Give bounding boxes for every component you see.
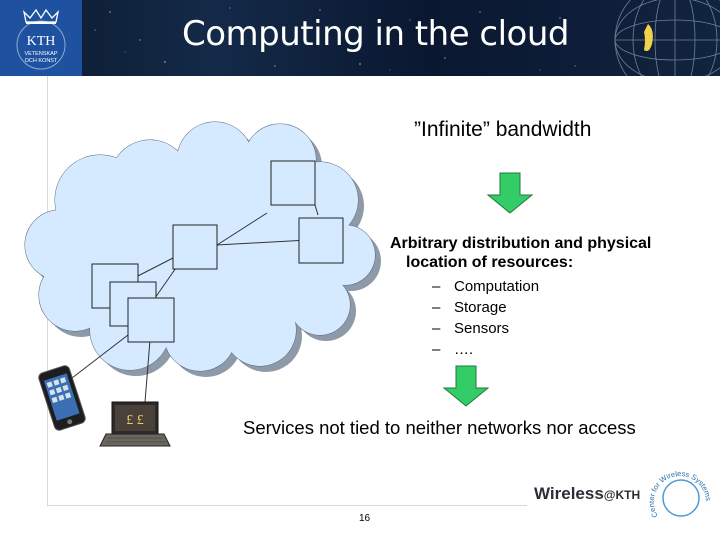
list-dash: – — [432, 299, 441, 316]
list-item: –Storage — [432, 297, 539, 318]
down-arrow-icon — [442, 365, 490, 407]
link-line — [144, 339, 151, 403]
list-item: –Sensors — [432, 318, 539, 339]
center-wireless-text: Center for Wireless Systems — [648, 469, 713, 519]
list-item-label: Computation — [454, 278, 540, 295]
resource-box[interactable] — [172, 224, 218, 270]
svg-text:£ £: £ £ — [126, 413, 144, 428]
link-line — [216, 239, 309, 246]
kth-logo-text: KTH — [27, 34, 56, 49]
link-line — [216, 212, 268, 246]
slide-title: Computing in the cloud — [182, 14, 570, 54]
list-item: –…. — [432, 339, 539, 360]
list-dash: – — [432, 320, 441, 337]
resource-list: –Computation –Storage –Sensors –…. — [432, 276, 539, 360]
distribution-heading-line-1: Arbitrary distribution and physical — [390, 235, 652, 252]
link-line — [71, 334, 129, 379]
resource-box[interactable] — [127, 297, 175, 343]
resource-box[interactable] — [270, 160, 316, 206]
kth-logo-motto-2: OCH KONST — [25, 58, 58, 64]
network-links — [71, 194, 319, 403]
smartphone-icon[interactable] — [38, 365, 87, 432]
list-item-label: …. — [454, 341, 474, 358]
wireless-kth-logo: Wireless@KTH — [534, 484, 640, 504]
page-number: 16 — [359, 513, 371, 524]
list-item-label: Storage — [454, 299, 507, 316]
brand-at: @KTH — [603, 488, 641, 502]
down-arrow-icon — [486, 172, 534, 214]
starfield-background — [94, 7, 576, 71]
footer-rule — [47, 505, 527, 506]
kth-logo-motto-1: VETENSKAP — [24, 51, 57, 57]
resource-box[interactable] — [298, 217, 344, 264]
list-dash: – — [432, 341, 441, 358]
slide-header: KTH VETENSKAP OCH KONST Computing in the… — [0, 0, 720, 76]
laptop-icon[interactable]: £ £ — [99, 401, 171, 447]
kth-crest-icon: KTH VETENSKAP OCH KONST — [16, 8, 66, 70]
kth-logo: KTH VETENSKAP OCH KONST — [0, 0, 82, 76]
distribution-heading: Arbitrary distribution and physical loca… — [390, 234, 651, 272]
list-item-label: Sensors — [454, 320, 510, 337]
globe-grid-icon — [614, 0, 720, 76]
center-wireless-logo: Center for Wireless Systems — [648, 469, 713, 519]
list-dash: – — [432, 278, 441, 295]
link-line — [154, 264, 179, 299]
brand-main: Wireless — [534, 484, 604, 503]
bandwidth-label: ”Infinite” bandwidth — [414, 118, 592, 141]
list-item: –Computation — [432, 276, 539, 297]
services-label: Services not tied to neither networks no… — [243, 417, 636, 438]
distribution-heading-line-2: location of resources: — [406, 254, 574, 271]
